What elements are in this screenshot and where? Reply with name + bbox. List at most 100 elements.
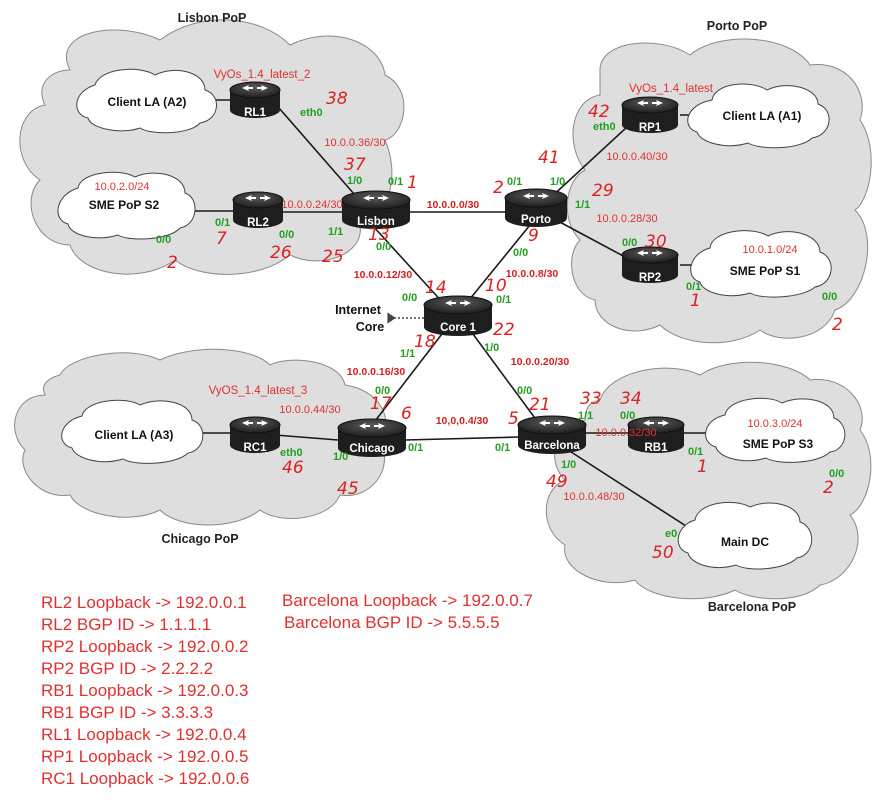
router-chicago[interactable]: Chicago — [337, 418, 407, 457]
hw-rl1: 38 — [326, 89, 348, 109]
router-barcelona[interactable]: Barcelona — [517, 415, 587, 454]
hw-rb1-right: 1 — [697, 457, 708, 477]
if-core-dr: 1/0 — [484, 342, 499, 354]
if-rl1-eth0: eth0 — [300, 107, 323, 119]
router-core-1[interactable]: Core 1 — [423, 295, 493, 336]
if-rb1-right: 0/1 — [688, 446, 703, 458]
router-rp2-label: RP2 — [639, 272, 661, 284]
hw-barc-rb1b: 34 — [620, 389, 642, 409]
hw-rl2-right: 26 — [270, 243, 292, 263]
subnet-porto-core: 10.0.0.8/30 — [506, 268, 559, 280]
router-rp1[interactable]: RP1 — [621, 96, 679, 134]
link-lisbon-core — [371, 224, 446, 306]
hw-lisbon-low: 25 — [322, 247, 344, 267]
sme-pop-s1-net: 10.0.1.0/24 — [742, 244, 797, 256]
note-left-5: RB1 Loopback -> 192.0.0.3 — [41, 681, 248, 700]
subnet-barcelona-rb1: 10.0.0.32/30 — [595, 427, 656, 439]
if-lisbon-right: 0/1 — [388, 176, 403, 188]
link-core-barcelona — [469, 329, 541, 426]
router-rb1-label: RB1 — [644, 442, 668, 454]
hw-lisbon-down: 13 — [368, 225, 390, 245]
router-lisbon-label: Lisbon — [357, 216, 395, 228]
internet-label-line2: Core — [356, 320, 385, 334]
client-la-a3-label: Client LA (A3) — [95, 428, 174, 442]
if-barc-up: 0/0 — [517, 385, 532, 397]
if-sme-s2: 0/0 — [156, 234, 171, 246]
router-rc1[interactable]: RC1 — [229, 416, 281, 454]
hw-porto-right: 29 — [592, 181, 614, 201]
hw-porto-left: 2 — [493, 178, 504, 198]
link-barcelona-dc — [567, 449, 701, 536]
if-core-ul: 0/0 — [402, 292, 417, 304]
hw-core-right: 22 — [493, 320, 515, 340]
router-core-label: Core 1 — [440, 322, 476, 334]
sme-pop-s3-net: 10.0.3.0/24 — [747, 418, 802, 430]
subnet-core-barcelona: 10.0.0.20/30 — [511, 356, 570, 368]
cloud-client-la-a1: Client LA (A1) — [687, 83, 830, 149]
if-lisbon-left: 1/1 — [328, 226, 343, 238]
hw-rp1: 42 — [588, 102, 610, 122]
if-lisbon-up: 1/0 — [347, 175, 362, 187]
hw-barc-left: 5 — [508, 409, 519, 429]
router-rl2[interactable]: RL2 — [232, 191, 284, 229]
router-rp2[interactable]: RP2 — [621, 246, 679, 284]
cloud-sme-pop-s2: 10.0.2.0/24 SME PoP S2 — [57, 171, 196, 240]
if-core-ur: 0/1 — [496, 294, 511, 306]
if-porto-down: 0/0 — [513, 247, 528, 259]
router-chicago-label: Chicago — [349, 443, 394, 455]
sme-pop-s3-label: SME PoP S3 — [743, 437, 814, 451]
note-left-9: RC1 Loopback -> 192.0.0.6 — [41, 769, 249, 788]
note-left-7: RL1 Loopback -> 192.0.0.4 — [41, 725, 247, 744]
router-porto-label: Porto — [521, 214, 551, 226]
router-porto[interactable]: Porto — [504, 188, 568, 227]
subnet-rp2-porto: 10.0.0.28/30 — [596, 213, 657, 225]
router-rl1[interactable]: RL1 — [229, 81, 281, 119]
hw-chicago-right: 6 — [401, 404, 412, 424]
hw-rp2-left: 30 — [645, 232, 667, 252]
router-rb1[interactable]: RB1 — [627, 416, 685, 454]
router-rl2-label: RL2 — [247, 217, 269, 229]
hw-core-down: 18 — [414, 332, 436, 352]
hw-dc: 50 — [652, 543, 674, 563]
client-la-a2-label: Client LA (A2) — [108, 95, 187, 109]
hw-sme-s3: 2 — [823, 478, 834, 498]
link-chicago-barcelona — [404, 436, 521, 441]
notes-left: RL2 Loopback -> 192.0.0.1 RL2 BGP ID -> … — [41, 593, 249, 788]
if-lisbon-down: 0/0 — [376, 241, 391, 253]
note-right-2: Barcelona BGP ID -> 5.5.5.5 — [284, 613, 500, 632]
link-porto-rp1 — [547, 114, 641, 201]
barcelona-pop-title: Barcelona PoP — [708, 600, 796, 614]
sme-pop-s2-net: 10.0.2.0/24 — [94, 181, 149, 193]
router-rl1-label: RL1 — [244, 107, 266, 119]
link-rc1-chicago — [274, 434, 339, 441]
hw-chicago-up: 17 — [370, 394, 392, 414]
sme-pop-s1-label: SME PoP S1 — [730, 264, 801, 278]
subnet-lisbon-core: 10.0.0.12/30 — [354, 269, 413, 281]
internet-label-line1: Internet — [335, 303, 382, 317]
if-rl2-left: 0/1 — [215, 217, 230, 229]
if-chicago-up: 0/0 — [375, 385, 390, 397]
note-right-1: Barcelona Loopback -> 192.0.0.7 — [282, 591, 533, 610]
subnet-chicago-barcelona: 10,0,0.4/30 — [436, 415, 489, 427]
notes-right: Barcelona Loopback -> 192.0.0.7 Barcelon… — [282, 591, 533, 632]
router-lisbon[interactable]: Lisbon — [341, 190, 411, 229]
hw-porto-up: 41 — [538, 148, 560, 168]
note-left-2: RL2 BGP ID -> 1.1.1.1 — [41, 615, 211, 634]
if-porto-up: 1/0 — [550, 176, 565, 188]
vyos-rp1: VyOs_1.4_latest — [629, 83, 714, 95]
link-rl1-lisbon — [271, 99, 369, 211]
link-porto-core — [464, 224, 531, 306]
hw-core-up: 10 — [485, 276, 507, 296]
cloud-sme-pop-s1: 10.0.1.0/24 SME PoP S1 — [690, 230, 832, 298]
cloud-client-la-a3: Client LA (A3) — [61, 399, 204, 464]
subnet-rl1-lisbon: 10.0.0.36/30 — [324, 137, 385, 149]
if-chicago-left: 1/0 — [333, 451, 348, 463]
hw-rp2-right: 1 — [690, 291, 701, 311]
hw-barc-down: 49 — [546, 472, 568, 492]
if-rl2-right: 0/0 — [279, 229, 294, 241]
router-barcelona-label: Barcelona — [524, 440, 580, 452]
router-rp1-label: RP1 — [639, 122, 662, 134]
if-rc1-eth0: eth0 — [280, 447, 303, 459]
cloud-sme-pop-s3: 10.0.3.0/24 SME PoP S3 — [705, 397, 846, 463]
if-sme-s1: 0/0 — [822, 291, 837, 303]
